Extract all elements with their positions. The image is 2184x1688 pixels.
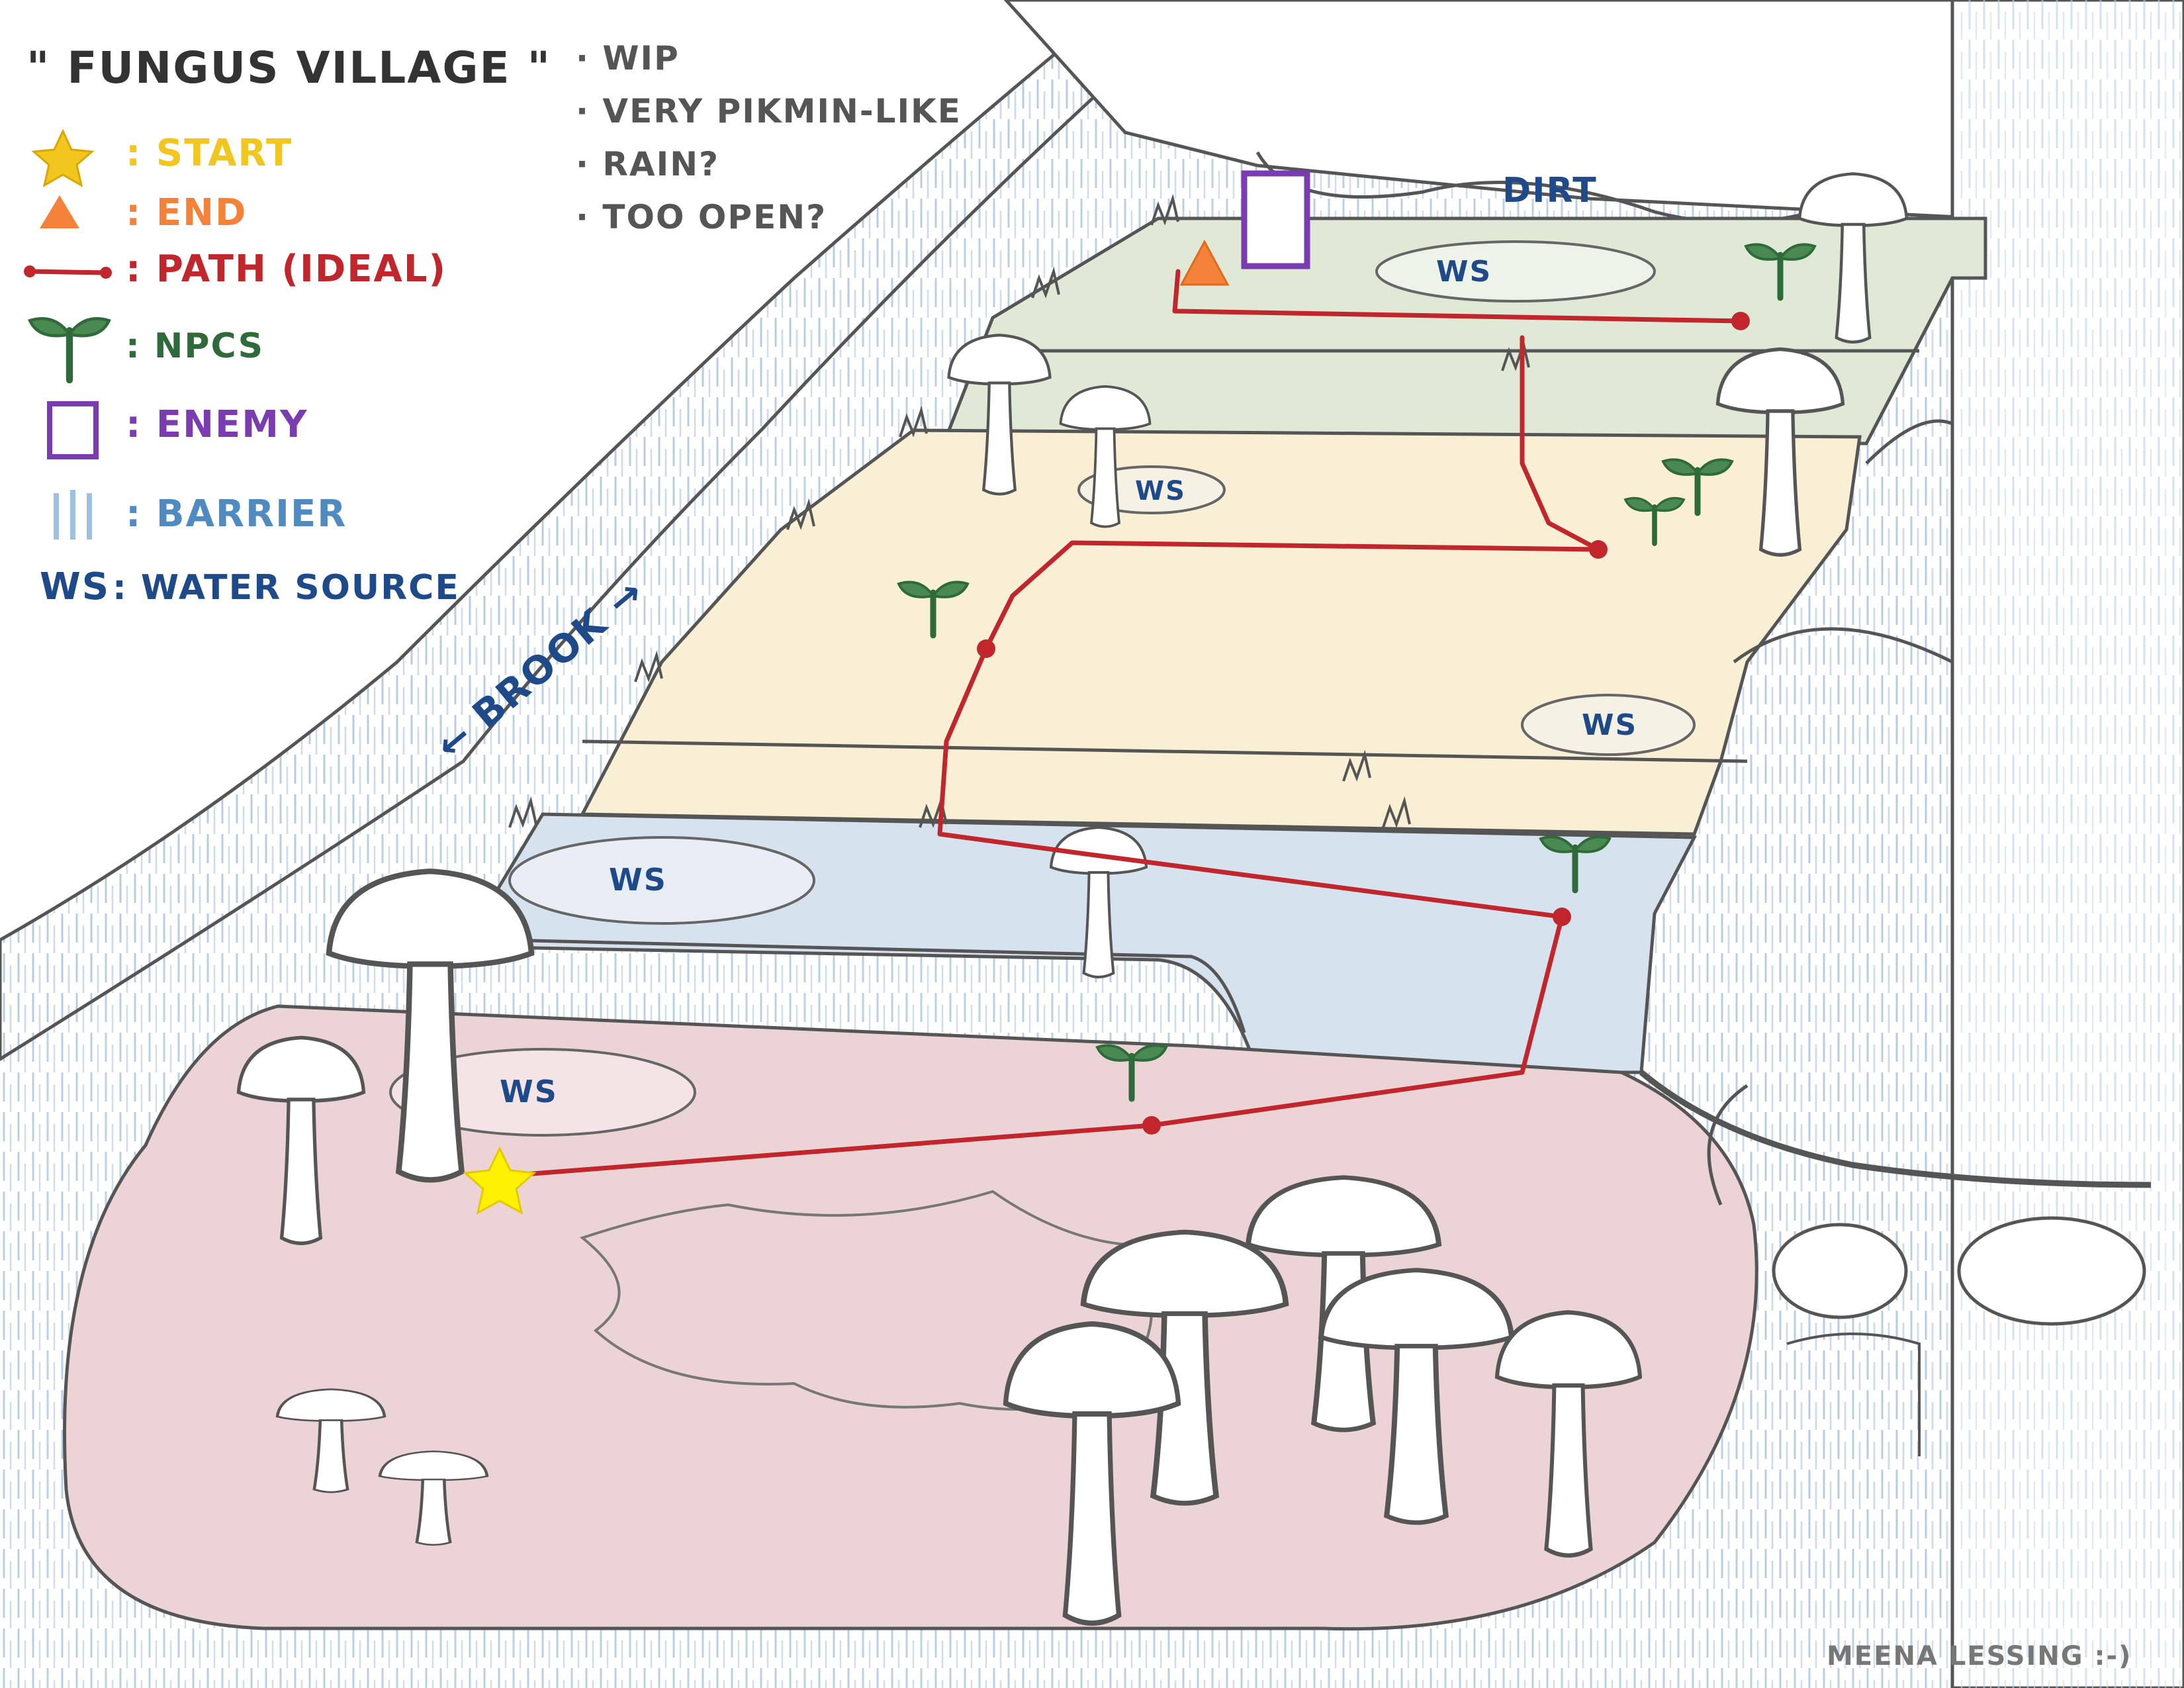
- vertical-lines-icon: [54, 490, 92, 539]
- legend-ws-label: : WATER SOURCE: [113, 568, 460, 608]
- water-source-right: [1521, 694, 1696, 756]
- legend-barrier-label: : BARRIER: [126, 492, 347, 536]
- legend-path-label: : PATH (IDEAL): [126, 248, 447, 291]
- path-line-icon: [24, 265, 112, 279]
- note-item: · TOO OPEN?: [576, 198, 827, 236]
- ws-label-mid: WS: [1135, 476, 1186, 506]
- water-sources: WS WS WS WS WS: [389, 240, 1696, 1137]
- dirt-label: DIRT: [1502, 171, 1598, 211]
- square-outline-icon: [47, 401, 99, 459]
- legend: " FUNGUS VILLAGE " : START : END : PATH …: [24, 42, 551, 608]
- enemy-marker: [1241, 170, 1310, 269]
- ws-label-right: WS: [1582, 708, 1637, 742]
- map-title: " FUNGUS VILLAGE ": [26, 42, 551, 93]
- design-notes: · WIP · VERY PIKMIN-LIKE · RAIN? · TOO O…: [576, 39, 962, 236]
- legend-npcs-label: : NPCS: [126, 326, 264, 366]
- artist-credit: MEENA LESSING :-): [1827, 1641, 2132, 1671]
- star-icon: [31, 128, 95, 187]
- end-triangle-icon: [1179, 239, 1230, 286]
- sprout-icon: [30, 318, 109, 380]
- ws-label-pink: WS: [500, 1074, 558, 1109]
- water-source-blue: [508, 836, 815, 925]
- legend-enemy-label: : ENEMY: [126, 403, 308, 446]
- legend-end-label: : END: [126, 191, 248, 234]
- water-source-top: [1375, 240, 1656, 303]
- note-item: · WIP: [576, 39, 680, 77]
- note-item: · RAIN?: [576, 145, 719, 183]
- note-item: · VERY PIKMIN-LIKE: [576, 92, 962, 130]
- legend-start-label: : START: [126, 132, 293, 175]
- ws-label-blue: WS: [609, 862, 667, 898]
- grass-tufts: [508, 193, 1530, 828]
- start-star-icon: [463, 1146, 537, 1215]
- ideal-path: [463, 170, 1750, 1215]
- water-source-pink: [389, 1048, 696, 1137]
- ws-label-top: WS: [1436, 255, 1492, 289]
- legend-ws-abbr: WS: [40, 565, 110, 608]
- triangle-icon: [40, 195, 79, 228]
